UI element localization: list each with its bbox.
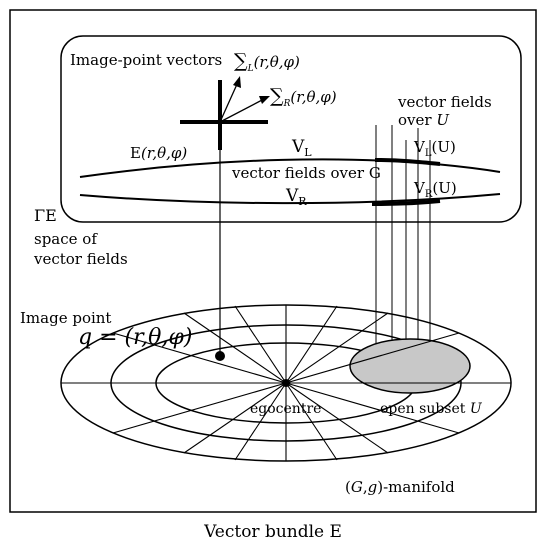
figure-caption: Vector bundle E: [203, 522, 342, 542]
open-subset-U: [349, 338, 471, 394]
VRU-label: VR(U): [413, 179, 457, 200]
gamma-E-label: ΓE: [34, 206, 57, 225]
vector-fields-label: vector fields: [33, 250, 128, 268]
space-of-label: space of: [34, 230, 98, 248]
VR-restricted-to-U: [371, 199, 441, 206]
radial-lines: [61, 305, 511, 461]
VL-label: VL: [291, 137, 312, 159]
open-subset-label: open subset U: [380, 401, 483, 417]
manifold-label: (G,g)-manifold: [345, 478, 455, 496]
vector-fields-over-G-label: vector fields over G: [231, 164, 381, 182]
image-point-label: Image point: [20, 309, 111, 327]
egocentre-point: [282, 379, 290, 387]
VL-section-curve: [79, 158, 501, 178]
sigma-R-arrow: [219, 96, 270, 123]
q-equation-label: q = (r,θ,φ): [78, 325, 192, 350]
sigma-L-label: ∑L(r,θ,φ): [234, 50, 300, 74]
sigma-R-label: ∑R(r,θ,φ): [270, 85, 337, 109]
fibres-over-U: [375, 125, 431, 372]
outer-frame: [9, 9, 537, 513]
egocentre-label: egocentre: [250, 401, 321, 417]
vector-fields-over-U-line2: over U: [398, 111, 450, 129]
image-point-section-label: E(r,θ,φ): [130, 144, 187, 162]
VR-section-curve: [79, 193, 501, 205]
VL-restricted-to-U: [374, 158, 441, 166]
VR-label: VR: [285, 186, 307, 208]
VLU-label: VL(U): [413, 138, 456, 159]
vector-fields-panel: [60, 35, 522, 223]
vector-fields-over-U-line1: vector fields: [397, 93, 492, 111]
image-point-dot: [215, 351, 225, 361]
image-point-vectors-heading: Image-point vectors: [70, 51, 222, 69]
sigma-L-arrow: [219, 76, 241, 123]
